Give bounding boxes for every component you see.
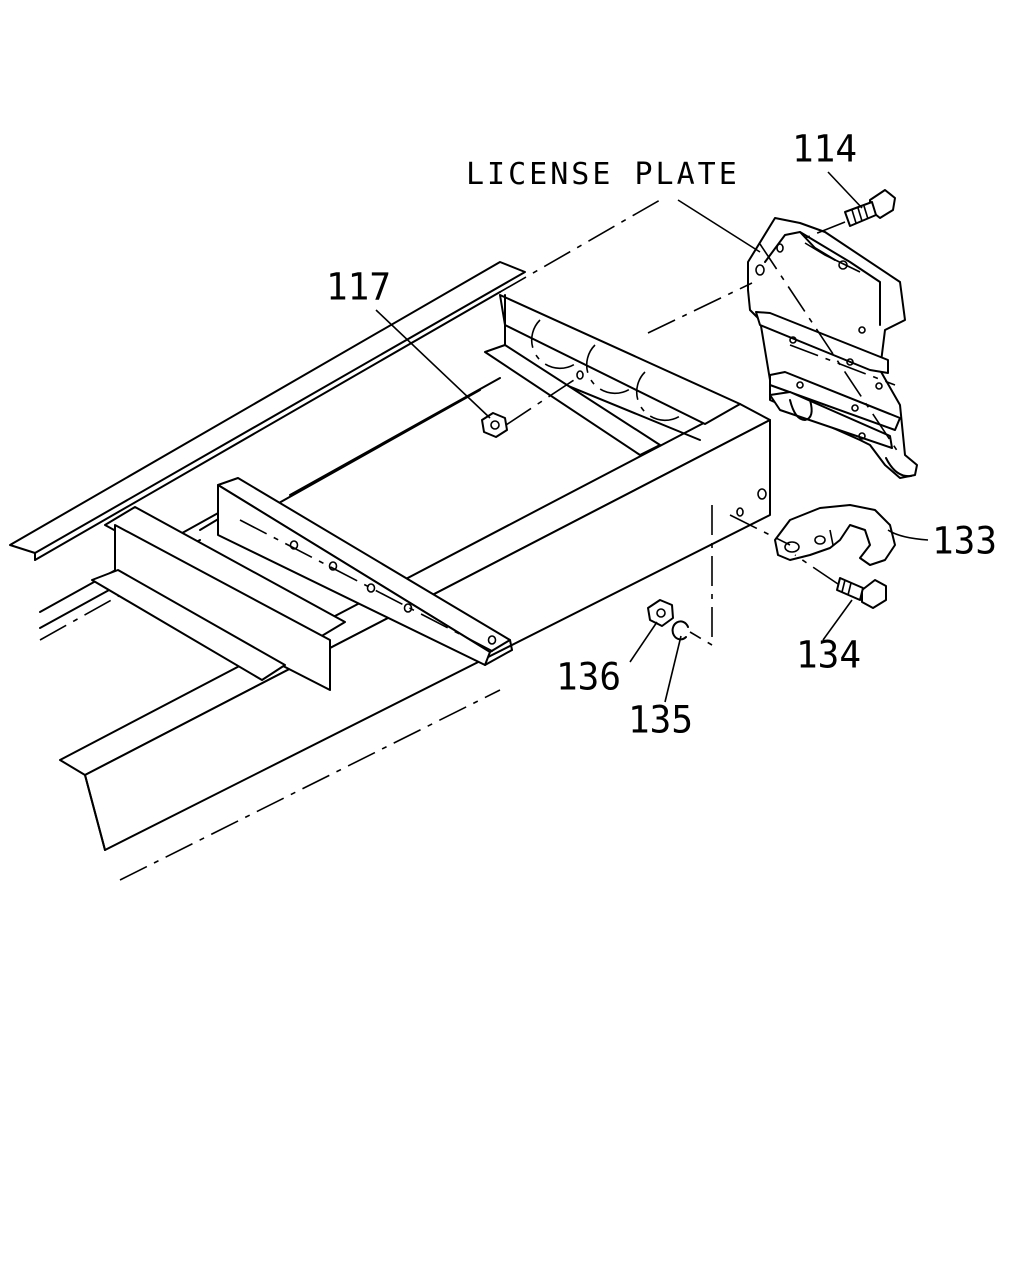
angle-bracket xyxy=(217,477,513,666)
bolt-134-icon xyxy=(794,554,887,609)
frame-left-rail xyxy=(9,199,661,561)
callout-117: 117 xyxy=(326,265,392,309)
tow-hook-133-icon xyxy=(729,504,896,566)
callout-136: 136 xyxy=(556,655,622,699)
callout-134: 134 xyxy=(796,633,862,677)
rear-crossmember xyxy=(484,294,741,456)
rail-hole xyxy=(757,488,767,500)
nut-117-icon xyxy=(481,375,581,438)
callout-135: 135 xyxy=(628,698,694,742)
license-plate-bracket xyxy=(647,217,918,479)
washer-135-icon xyxy=(671,620,689,641)
hidden-bolt-path xyxy=(689,505,713,647)
license-plate-label: LICENSE PLATE xyxy=(466,157,740,192)
rail-hole xyxy=(736,507,744,517)
leader-lines xyxy=(375,171,929,703)
crossmember-hole xyxy=(576,370,584,380)
nut-136-icon xyxy=(647,599,674,627)
bolt-114-icon xyxy=(799,189,896,241)
callout-114: 114 xyxy=(792,127,858,171)
inner-channels xyxy=(39,377,501,691)
callout-133: 133 xyxy=(932,519,998,563)
